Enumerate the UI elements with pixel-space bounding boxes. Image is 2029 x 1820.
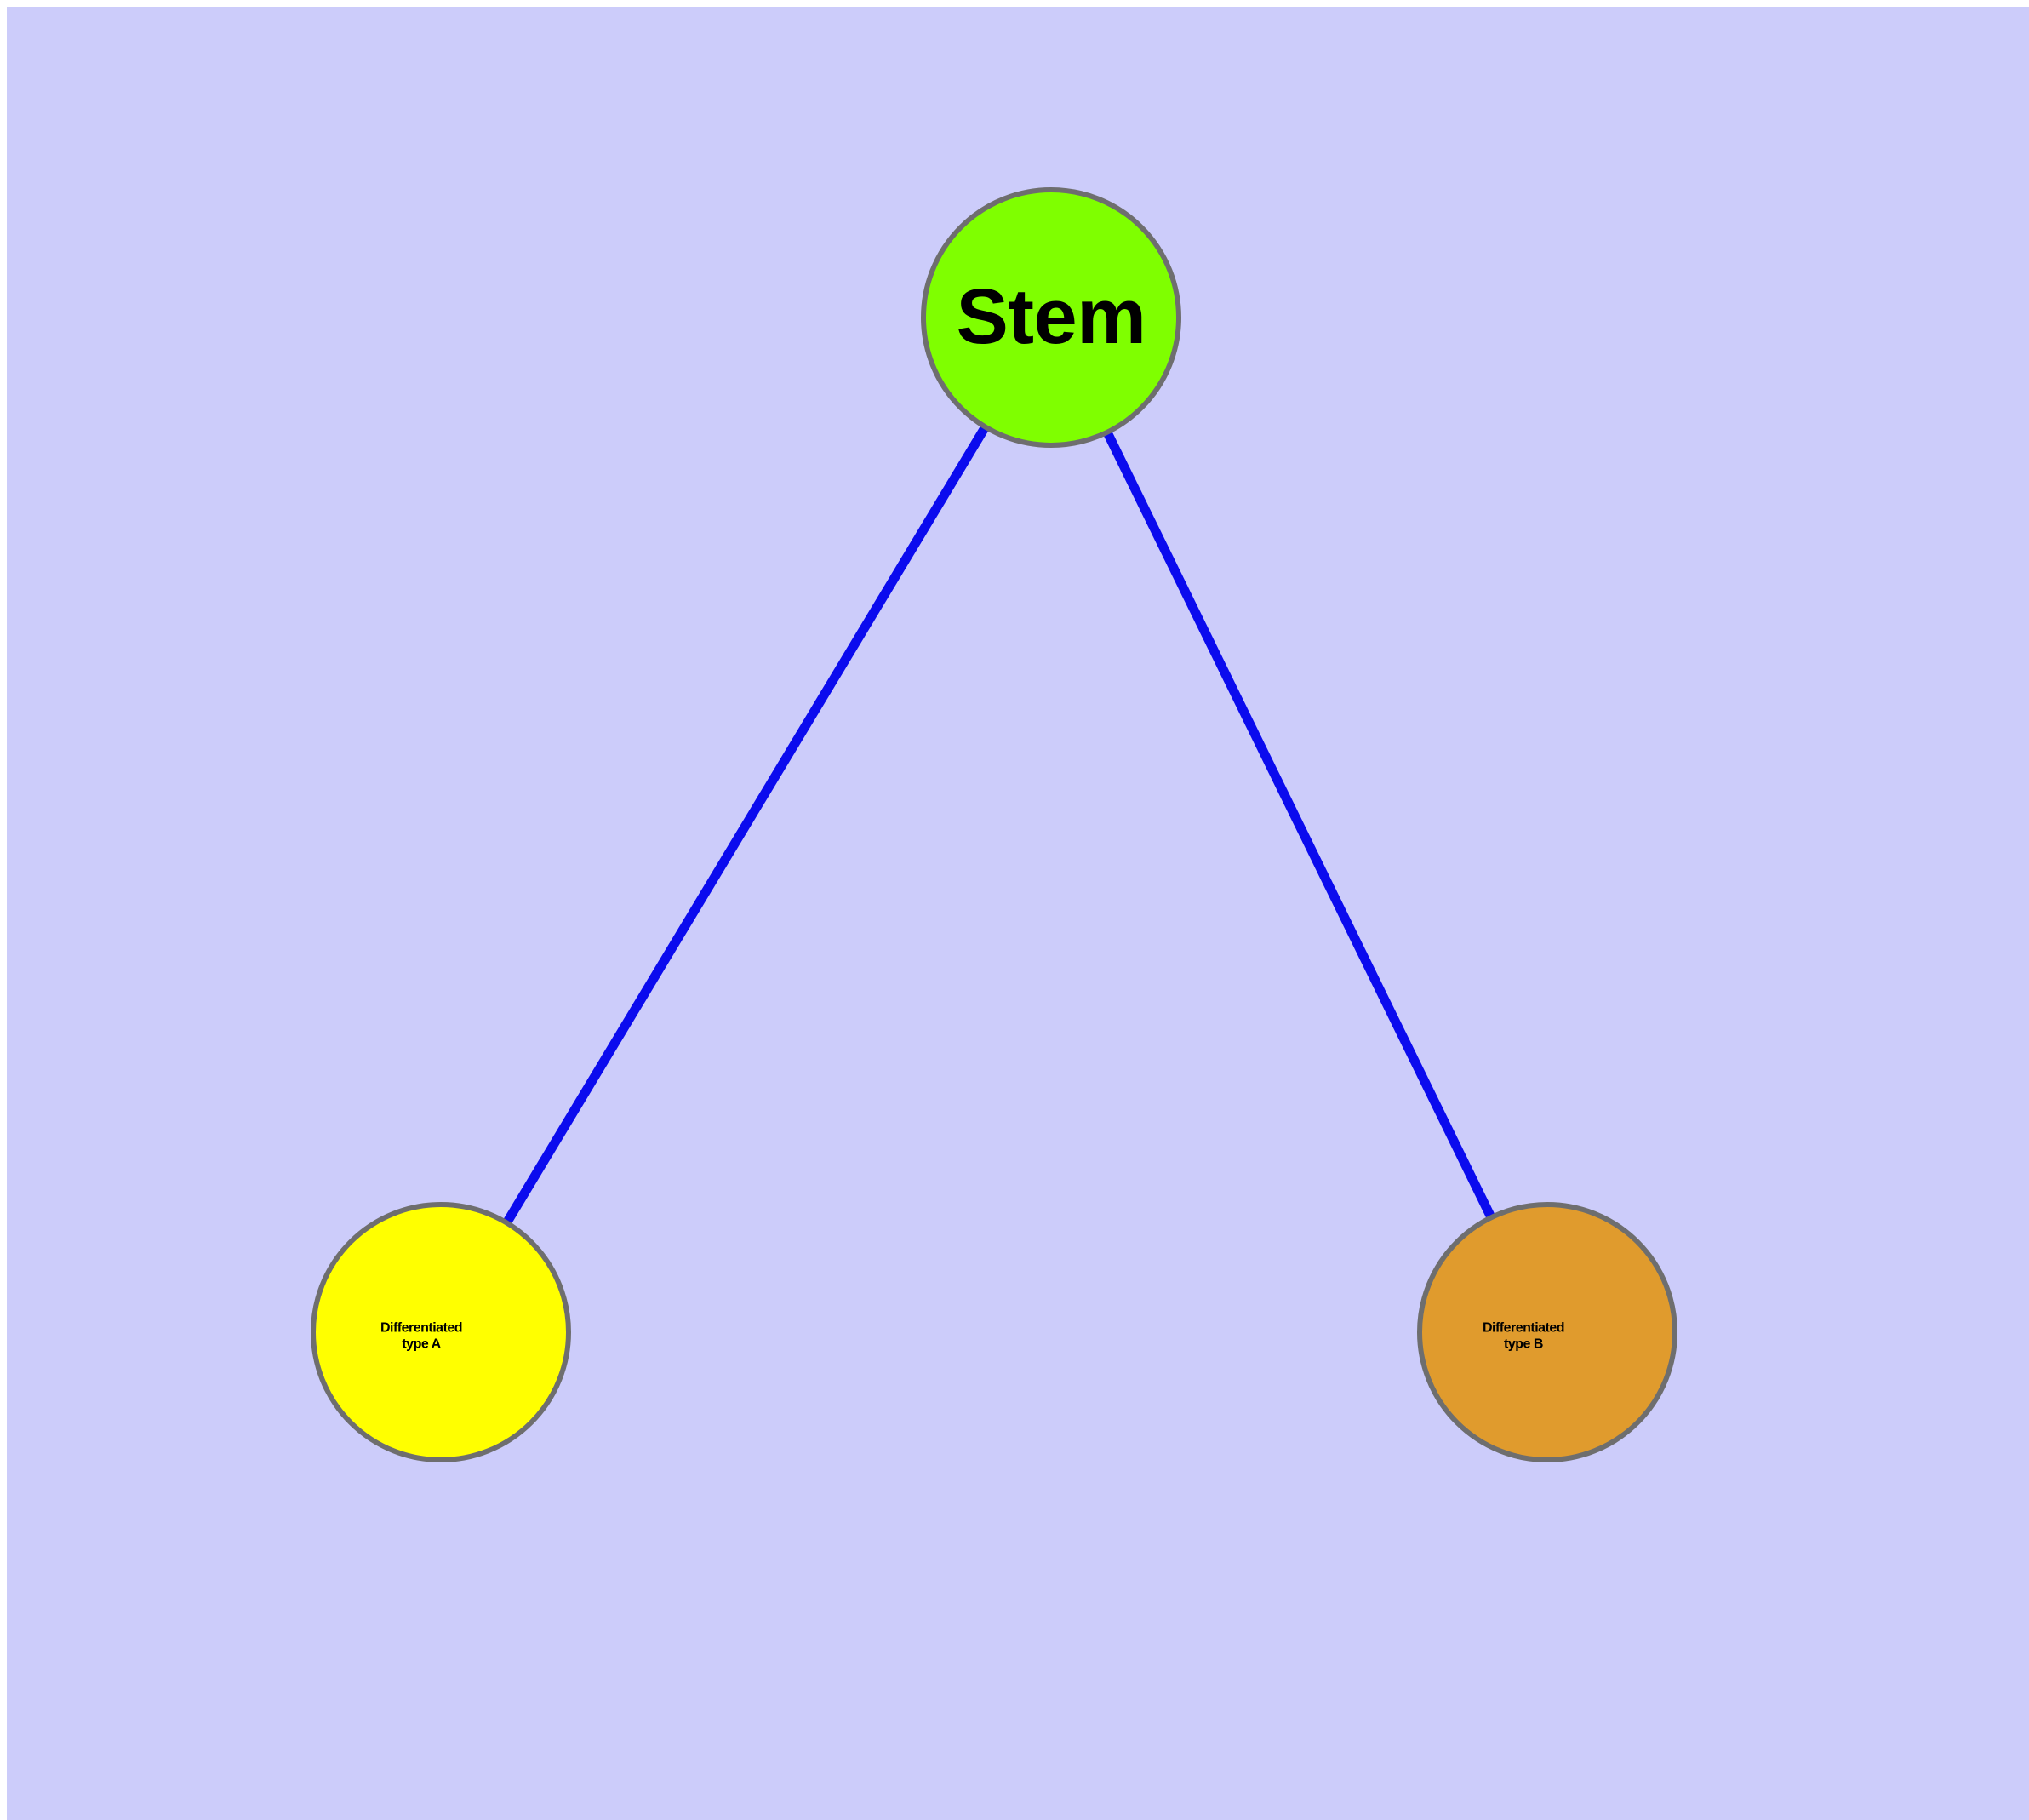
node-stem[interactable] (921, 187, 1181, 448)
node-layer (311, 187, 1677, 1462)
node-diff_b[interactable] (1417, 1202, 1677, 1462)
edge-stem-diff-a (501, 422, 991, 1228)
edge-layer (501, 422, 1496, 1228)
edge-stem-diff-b (1102, 428, 1496, 1222)
node-diff_a[interactable] (311, 1202, 571, 1462)
